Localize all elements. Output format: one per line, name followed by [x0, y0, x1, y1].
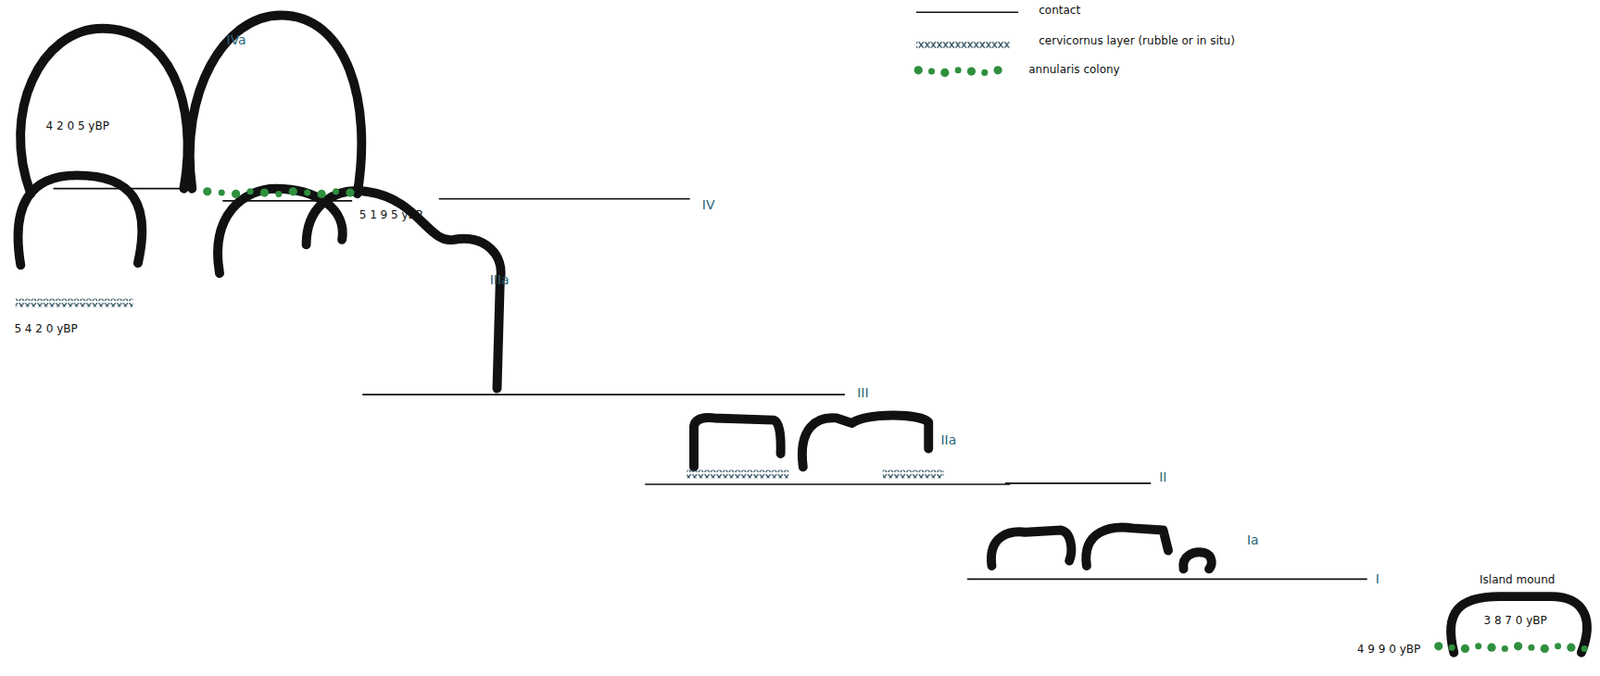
cervicornus-layer	[15, 299, 134, 308]
colony-blob	[332, 188, 340, 195]
unit-label: Ia	[1247, 532, 1260, 549]
unit-label: III	[856, 385, 869, 402]
colony-blob	[345, 188, 354, 197]
colony-blob	[1566, 643, 1575, 653]
contact-line	[53, 188, 185, 190]
annularis-colony	[1434, 642, 1588, 654]
colony-blob	[1540, 644, 1550, 654]
age-label: Island mound	[1479, 573, 1555, 587]
legend-contact-sample	[916, 11, 1019, 13]
colony-blob	[981, 69, 988, 76]
contact-lines	[53, 12, 1368, 580]
colony-blob	[1474, 642, 1482, 650]
serpulid-mounds	[18, 15, 1588, 654]
mound-arch	[1450, 596, 1588, 654]
unit-label: I	[1375, 571, 1380, 588]
colony-blob	[928, 68, 935, 76]
cervicornus-layers	[15, 40, 1011, 479]
mound-arch	[1183, 552, 1211, 569]
unit-label: IV	[702, 197, 716, 214]
cervicornus-layer	[686, 470, 789, 479]
cervicornus-layer	[882, 470, 945, 479]
contact-line	[222, 200, 353, 202]
colony-blob	[955, 66, 962, 74]
legend-annularis-swatch	[914, 65, 1003, 77]
mound-arch	[693, 417, 782, 467]
colony-blob	[231, 189, 240, 199]
contact-line	[1005, 482, 1151, 485]
contact-line	[362, 393, 845, 396]
colony-blob	[940, 68, 949, 77]
colony-blob	[202, 187, 212, 196]
colony-blob	[1501, 645, 1509, 653]
legend-text: cervicornus layer (rubble or in situ)	[1038, 34, 1235, 48]
colony-blob	[260, 188, 269, 197]
contact-line	[439, 198, 691, 201]
legend-text: contact	[1038, 3, 1081, 17]
colony-blob	[1448, 644, 1456, 652]
legend-cervicornus-sample	[916, 40, 1010, 50]
colony-blob	[914, 65, 923, 75]
colony-blob	[1513, 642, 1523, 651]
mound-arch	[1085, 528, 1169, 567]
colony-blob	[1581, 645, 1588, 653]
colony-blob	[1554, 642, 1562, 650]
annularis-colony	[202, 187, 354, 199]
unit-label: II	[1159, 469, 1167, 486]
mound-arch	[20, 28, 189, 194]
colony-blob	[289, 187, 298, 196]
colony-blob	[218, 189, 226, 197]
contact-line	[644, 483, 1010, 486]
contact-line	[967, 579, 1368, 581]
age-label: 5 1 9 5 yBP	[359, 208, 423, 222]
mound-arch	[306, 190, 502, 389]
unit-label: IIa	[940, 432, 957, 449]
colony-blob	[1527, 644, 1535, 652]
colony-blob	[303, 189, 311, 197]
age-label: 3 8 7 0 yBP	[1483, 614, 1547, 628]
age-label: 4 2 0 5 yBP	[46, 119, 110, 133]
mound-arch	[189, 15, 363, 195]
colony-blob	[1486, 643, 1496, 653]
unit-label: IIIa	[490, 272, 510, 289]
colony-blob	[967, 66, 976, 76]
annularis-colonies	[202, 65, 1588, 654]
colony-blob	[316, 189, 326, 199]
mound-arch	[991, 530, 1071, 567]
age-label: 5 4 2 0 yBP	[13, 322, 77, 336]
colony-blob	[993, 65, 1002, 75]
mound-arch	[802, 415, 929, 468]
colony-blob	[1434, 642, 1443, 651]
colony-blob	[1461, 644, 1470, 654]
legend-text: annularis colony	[1028, 62, 1121, 76]
age-label: 4 9 9 0 yBP	[1357, 642, 1421, 656]
colony-blob	[247, 188, 254, 195]
colony-blob	[275, 190, 282, 198]
unit-label: IVa	[226, 32, 247, 49]
